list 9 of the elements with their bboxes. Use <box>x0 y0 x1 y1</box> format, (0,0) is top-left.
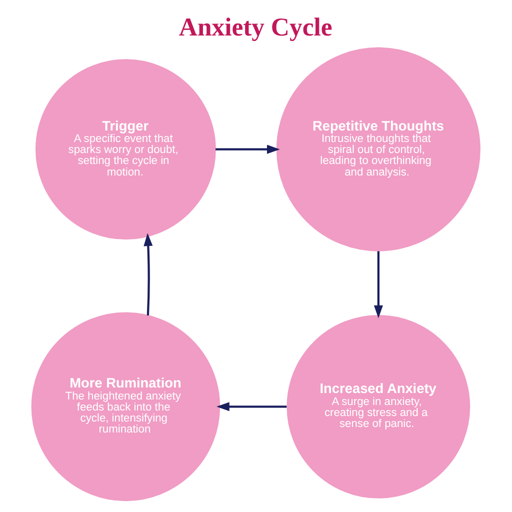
diagram-title: Anxiety Cycle <box>178 12 332 42</box>
arrow <box>144 232 153 315</box>
node-circle: Increased Anxiety A surge in anxiety, creating stress and a sense of panic. <box>286 314 470 498</box>
node-circle: Repetitive Thoughts Intrusive thoughts that spiral out of control, leading to overthinking and analysis. <box>276 46 480 251</box>
arrow <box>374 250 383 318</box>
node-circle: Trigger A specific event that sparks worry or doubt, setting the cycle in motion. <box>35 58 216 240</box>
node-circle: More Rumination The heightened anxiety feeds back into the cycle, intensifying rumination <box>31 312 220 501</box>
arrow <box>216 402 287 411</box>
arrow <box>216 144 280 154</box>
